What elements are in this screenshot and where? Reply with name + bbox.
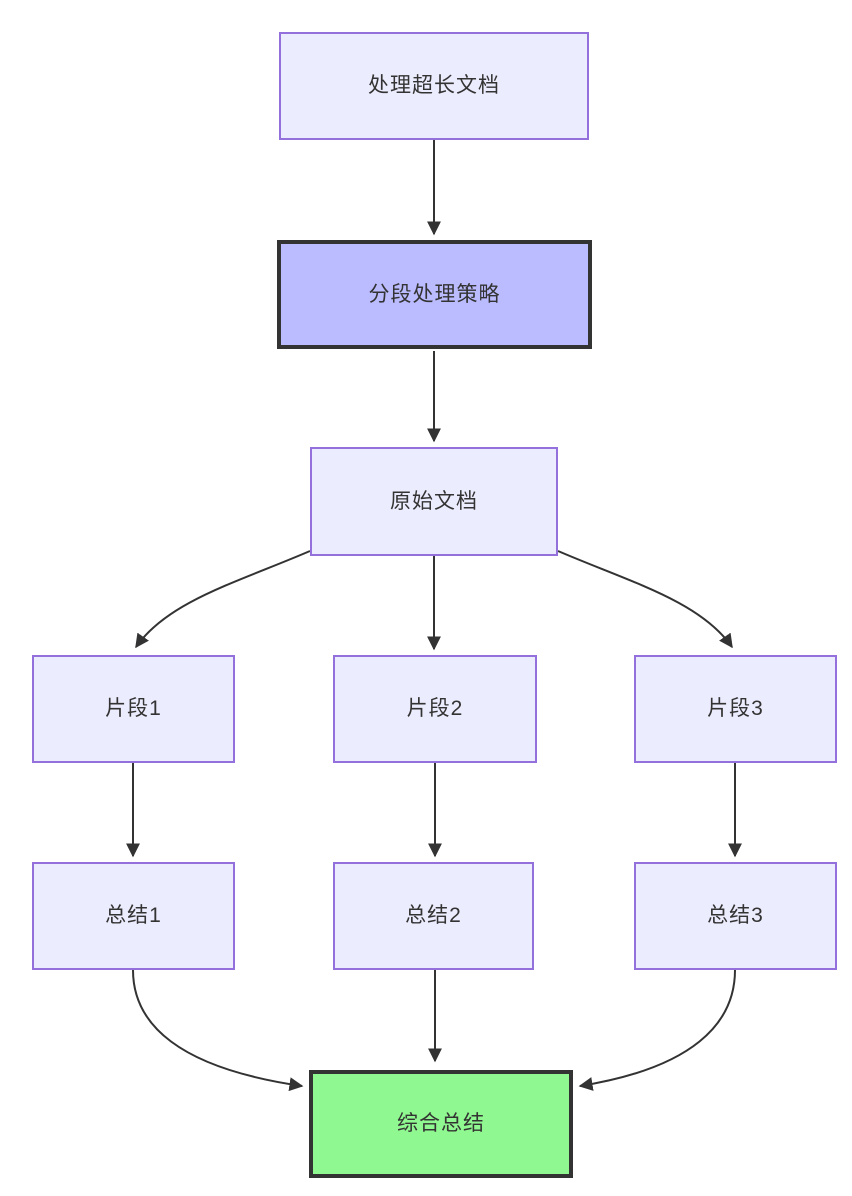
edge-summary-1-to-combined-summary	[132, 969, 304, 1092]
node-fragment-2-label: 片段2	[406, 697, 464, 721]
edge-original-document-to-fragment-1	[135, 550, 311, 649]
edge-original-document-to-fragment-3	[557, 550, 733, 649]
node-summary-1-label: 总结1	[105, 904, 162, 928]
node-handle-long-document: 处理超长文档	[279, 32, 589, 140]
node-segmentation-strategy: 分段处理策略	[277, 240, 592, 349]
node-summary-2-label: 总结2	[405, 904, 462, 928]
node-original-document: 原始文档	[310, 447, 558, 556]
node-original-document-label: 原始文档	[390, 489, 478, 513]
node-summary-3-label: 总结3	[707, 904, 764, 928]
node-fragment-2: 片段2	[333, 655, 537, 763]
node-segmentation-strategy-label: 分段处理策略	[368, 282, 501, 306]
node-combined-summary: 综合总结	[309, 1070, 573, 1178]
edge-summary-3-to-combined-summary	[578, 969, 736, 1091]
node-summary-1: 总结1	[32, 862, 235, 970]
node-fragment-3-label: 片段3	[707, 697, 764, 721]
node-fragment-3: 片段3	[634, 655, 837, 763]
node-summary-3: 总结3	[634, 862, 837, 970]
node-fragment-1: 片段1	[32, 655, 235, 763]
node-summary-2: 总结2	[333, 862, 534, 970]
node-handle-long-document-label: 处理超长文档	[368, 74, 500, 98]
node-fragment-1-label: 片段1	[105, 697, 162, 721]
node-combined-summary-label: 综合总结	[397, 1112, 485, 1136]
